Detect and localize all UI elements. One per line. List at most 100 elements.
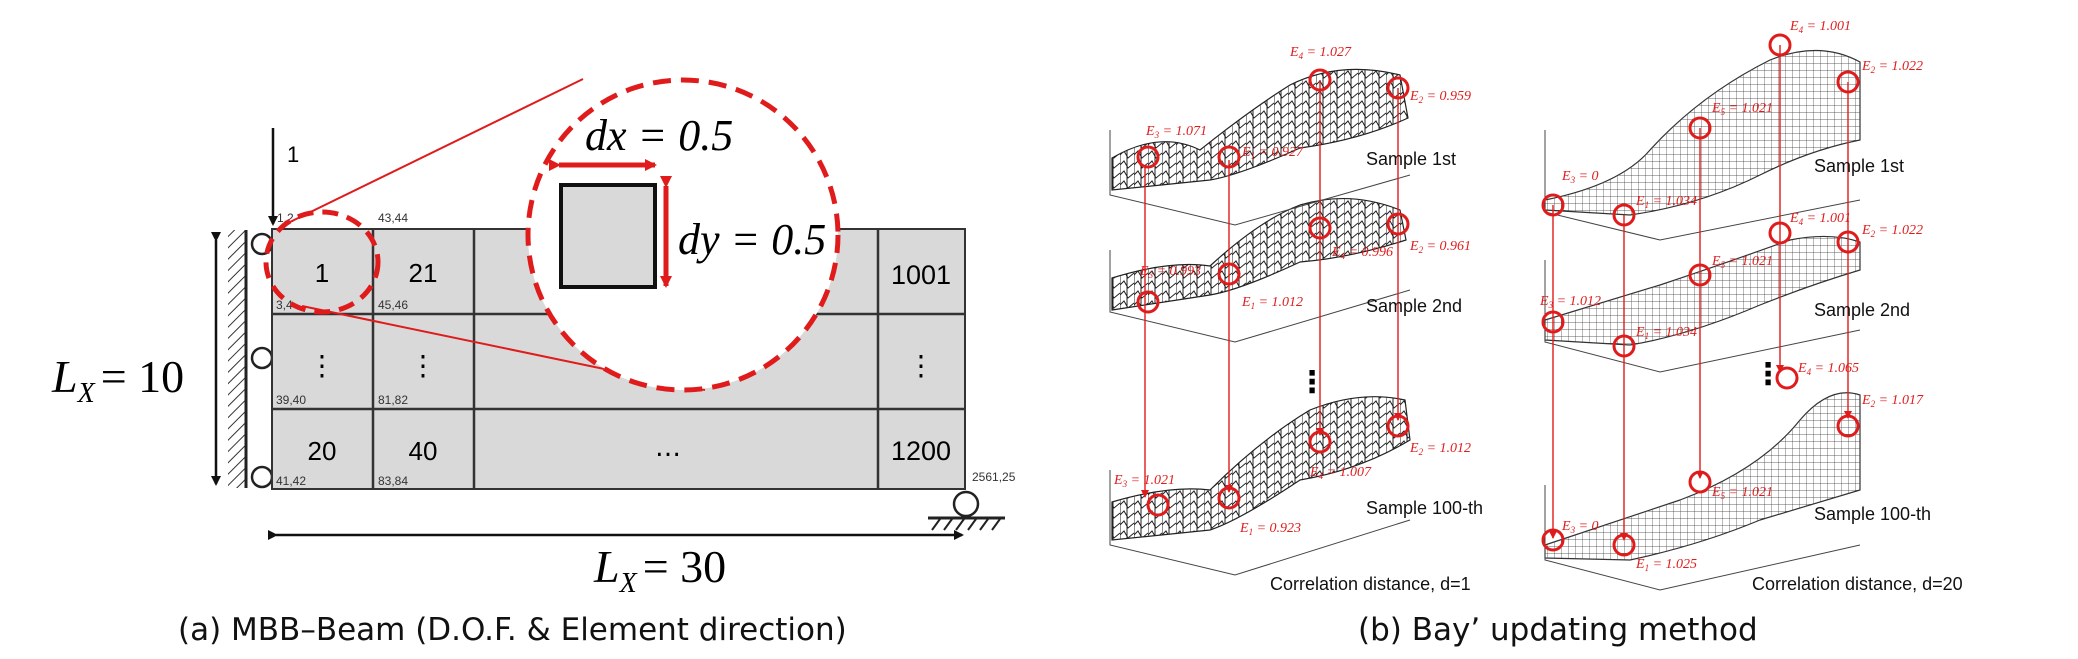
surface-left-3 [1111, 396, 1411, 541]
label-r3-e2: E2 = 1.017 [1861, 393, 1924, 409]
label-l1-e1: E1 = 0.927 [1241, 145, 1304, 161]
dof-2561: 2561,25 [972, 470, 1016, 484]
right-vertical-ellipsis: ⋮ [1753, 357, 1783, 392]
label-r1-e5: E5 = 1.021 [1711, 101, 1773, 117]
marker-r3-e4 [1775, 366, 1799, 390]
element-21: 21 [409, 258, 438, 288]
zoom-source-circle [263, 209, 381, 315]
marker-r1-e1 [1612, 203, 1636, 227]
right-sample-2nd: Sample 2nd [1814, 300, 1910, 320]
label-r2-e1: E1 = 1.034 [1635, 325, 1697, 341]
width-dimension-label: LX= 30 [593, 541, 726, 599]
label-r1-e1: E1 = 1.034 [1635, 194, 1697, 210]
label-r1-e3: E3 = 0 [1561, 169, 1599, 185]
label-r3-e3: E3 = 0 [1561, 519, 1599, 535]
panel-b-right-d20: E3 = 0 E1 = 1.034 E5 = 1.021 E4 = 1.001 … [1539, 19, 1963, 594]
element-1: 1 [315, 258, 329, 288]
marker-r3-e1 [1612, 533, 1636, 557]
left-sample-2nd: Sample 2nd [1366, 296, 1462, 316]
panel-b-left-d1: E3 = 1.071 E1 = 0.927 E4 = 1.027 E2 = 0.… [1109, 45, 1483, 594]
dof-81-82: 81,82 [378, 393, 408, 407]
dof-83-84: 83,84 [378, 474, 408, 488]
element-dots: … [655, 433, 681, 463]
element-ellipsis-2: ⋮ [409, 349, 437, 382]
zoom-detail-circle [525, 77, 841, 393]
dx-label: dx = 0.5 [585, 111, 733, 160]
zoom-line-top [289, 78, 584, 223]
label-r2-e3: E3 = 1.012 [1539, 294, 1601, 310]
marker-r2-e3 [1541, 310, 1565, 334]
marker-l1-e2 [1386, 76, 1410, 100]
label-l2-e3: E3 = 0.993 [1139, 264, 1201, 280]
marker-r1-e3 [1541, 193, 1565, 217]
label-l2-e2: E2 = 0.961 [1409, 239, 1471, 255]
marker-r2-e2 [1836, 230, 1860, 254]
left-sample-100th: Sample 100-th [1366, 498, 1483, 518]
fixed-wall-hatching [228, 230, 246, 488]
load-label: 1 [287, 142, 299, 167]
right-sample-100th: Sample 100-th [1814, 504, 1931, 524]
marker-l3-e2 [1386, 414, 1410, 438]
dof-45-46: 45,46 [378, 298, 408, 312]
label-r2-e4: E4 = 1.001 [1789, 211, 1851, 227]
label-l1-e4: E4 = 1.027 [1289, 45, 1352, 61]
label-r3-e1: E1 = 1.025 [1635, 557, 1697, 573]
surface-right-1 [1544, 49, 1861, 216]
marker-r2-e5 [1688, 263, 1712, 287]
dy-label: dy = 0.5 [678, 215, 826, 264]
marker-r3-e3 [1541, 528, 1565, 552]
marker-r1-e4 [1768, 33, 1792, 57]
height-dimension-label: LX= 10 [51, 351, 184, 409]
surface-left-1 [1111, 68, 1409, 191]
label-l3-e2: E2 = 1.012 [1409, 441, 1471, 457]
marker-l2-e2 [1386, 212, 1410, 236]
element-detail-square [559, 183, 657, 289]
label-r2-e2: E2 = 1.022 [1861, 223, 1923, 239]
marker-r3-e2 [1836, 414, 1860, 438]
dof-43-44: 43,44 [378, 211, 408, 225]
surface-left-2 [1111, 197, 1407, 311]
panel-a-mbb-beam: 1 21 1001 ⋮ ⋮ ⋮ 20 40 … 1200 1,2 43,44 3… [51, 77, 1016, 599]
marker-l2-e3 [1136, 290, 1160, 314]
element-20: 20 [308, 436, 337, 466]
label-l1-e3: E3 = 1.071 [1145, 124, 1207, 140]
label-l2-e4: E4 = 0.996 [1331, 245, 1393, 261]
marker-l3-e3 [1146, 493, 1170, 517]
label-r3-e4: E4 = 1.065 [1797, 361, 1859, 377]
element-ellipsis-3: ⋮ [907, 349, 935, 382]
element-1001: 1001 [891, 260, 951, 290]
element-40: 40 [409, 436, 438, 466]
surface-right-3 [1544, 392, 1861, 561]
marker-r2-e4 [1768, 221, 1792, 245]
caption-panel-a: (a) MBB–Beam (D.O.F. & Element direction… [178, 612, 847, 648]
label-r2-e5: E5 = 1.021 [1711, 254, 1773, 270]
marker-l3-e1 [1217, 486, 1241, 510]
label-l3-e4: E4 = 1.007 [1309, 465, 1372, 481]
marker-l1-e4 [1308, 68, 1332, 92]
marker-r3-e5 [1688, 470, 1712, 494]
right-correlation-distance: Correlation distance, d=20 [1752, 574, 1963, 594]
marker-l1-e1 [1217, 145, 1241, 169]
roller-support-mid [250, 346, 274, 370]
label-l1-e2: E2 = 0.959 [1409, 89, 1471, 105]
marker-r1-e2 [1836, 70, 1860, 94]
roller-support-bottom [250, 465, 274, 489]
marker-l2-e4 [1308, 216, 1332, 240]
pin-ground-hatch [931, 518, 1001, 531]
element-ellipsis-1: ⋮ [308, 349, 336, 382]
marker-r2-e1 [1612, 334, 1636, 358]
surface-right-2 [1544, 235, 1861, 346]
label-l3-e3: E3 = 1.021 [1113, 473, 1175, 489]
pin-support [952, 490, 980, 518]
left-correlation-distance: Correlation distance, d=1 [1270, 574, 1471, 594]
dof-39-40: 39,40 [276, 393, 306, 407]
right-sample-1st: Sample 1st [1814, 156, 1904, 176]
label-r3-e5: E5 = 1.021 [1711, 485, 1773, 501]
marker-l1-e3 [1136, 145, 1160, 169]
dof-3-4: 3,4 [276, 298, 293, 312]
label-r1-e2: E2 = 1.022 [1861, 59, 1923, 75]
marker-r1-e5 [1688, 116, 1712, 140]
caption-panel-b: (b) Bay’ updating method [1358, 612, 1758, 648]
label-r1-e4: E4 = 1.001 [1789, 19, 1851, 35]
